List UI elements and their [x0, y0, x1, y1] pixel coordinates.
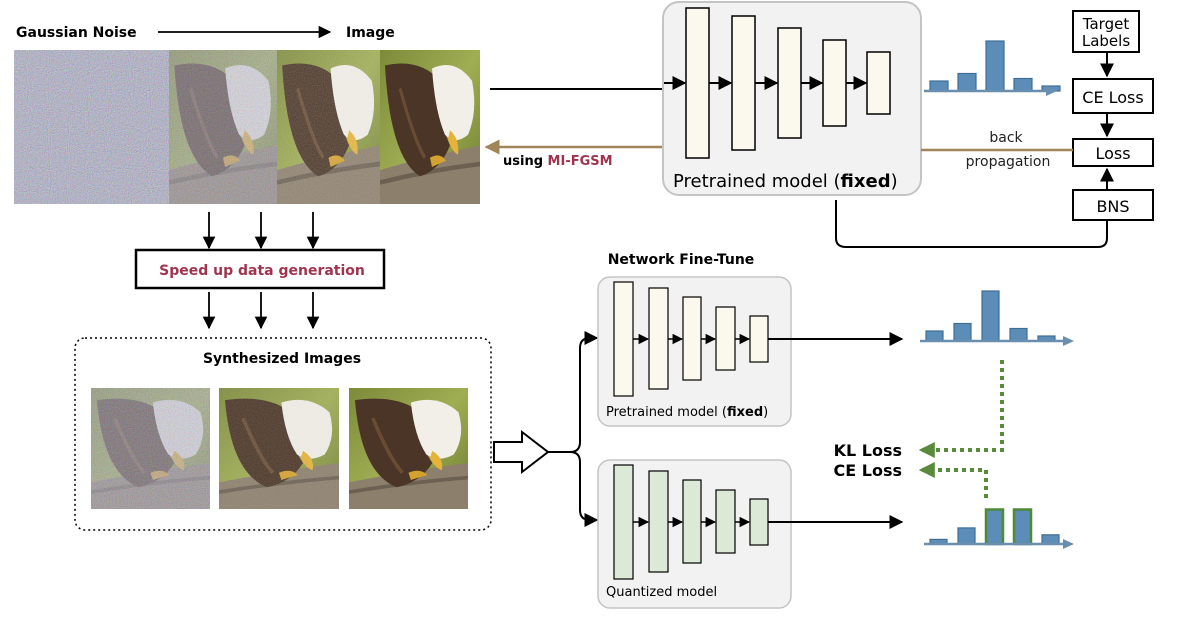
backprop-label-line2: propagation — [966, 154, 1051, 170]
pure-noise-image — [14, 50, 169, 204]
quantized-model-label: Quantized model — [606, 585, 717, 600]
bns-box-label: BNS — [1096, 197, 1129, 216]
target-labels-line2: Labels — [1082, 32, 1130, 50]
network-finetune-title: Network Fine-Tune — [608, 252, 755, 268]
histogram-axis-arrowhead — [1063, 539, 1074, 549]
down-arrows-upper — [202, 212, 320, 250]
ce-loss-label: CE Loss — [834, 461, 902, 480]
layer-block — [715, 306, 736, 371]
histogram-bar — [957, 527, 976, 545]
ce-loss-dotted-arrow — [918, 462, 988, 498]
synth-image-noisy — [91, 388, 210, 509]
histogram-bar — [1009, 327, 1028, 342]
speed-up-label: Speed up data generation — [159, 263, 365, 279]
layer-block — [749, 498, 769, 546]
loss-box-label: Loss — [1095, 144, 1130, 163]
output-histogram-quantized — [924, 508, 1074, 549]
pretrained-layers-finetune — [613, 281, 769, 397]
layer-block — [648, 470, 669, 573]
histogram-bar — [981, 290, 1000, 342]
pretrained-model-label-top: Pretrained model (fixed) — [673, 171, 898, 192]
histogram-bar — [985, 40, 1005, 92]
down-arrows-lower — [202, 292, 320, 330]
quantized-layers — [613, 464, 769, 580]
histogram-bar — [925, 330, 944, 342]
layer-block — [613, 464, 634, 580]
histogram-bar — [1012, 508, 1033, 546]
pretrained-model-label-finetune: Pretrained model (fixed) — [606, 405, 768, 420]
synth-image-clean — [349, 388, 468, 509]
layer-block — [777, 27, 802, 139]
bns-connector — [835, 200, 1108, 248]
output-histogram-top — [924, 40, 1061, 96]
target-labels-box — [1072, 10, 1140, 53]
layer-block — [822, 39, 847, 127]
histogram-bar — [957, 72, 977, 92]
histogram-bar — [1041, 534, 1060, 545]
backprop-label-line1: back — [989, 130, 1023, 146]
output-histogram-pretrained — [920, 290, 1074, 346]
synthesized-images-title: Synthesized Images — [203, 351, 361, 367]
histogram-axis-arrowhead — [1046, 86, 1057, 96]
layer-block — [731, 15, 756, 151]
hollow-arrow — [493, 429, 550, 475]
pretrained-layers-top — [664, 7, 891, 159]
ce-loss-box — [1072, 78, 1154, 114]
target-labels-line1: Target — [1082, 15, 1130, 33]
loss-box — [1072, 138, 1154, 167]
noisy-eagle-image — [169, 50, 277, 204]
clean-eagle-image — [380, 50, 480, 204]
layer-block — [866, 51, 891, 115]
histogram-bar — [953, 322, 972, 342]
image-label: Image — [346, 25, 395, 41]
branch-to-quantized — [569, 451, 599, 527]
gaussian-noise-label: Gaussian Noise — [16, 25, 137, 41]
layer-block — [613, 281, 634, 397]
layer-block — [749, 315, 769, 363]
kl-loss-dotted-arrow — [918, 360, 1004, 458]
ce-loss-box-label: CE Loss — [1082, 88, 1143, 107]
layer-block — [715, 489, 736, 554]
slightly-noisy-eagle-image — [277, 50, 380, 204]
layer-block — [682, 296, 702, 381]
layer-block — [682, 479, 702, 564]
layer-block — [648, 287, 669, 390]
branch-to-pretrained — [548, 331, 599, 453]
mi-fgsm-caption: using MI-FGSM — [503, 154, 613, 169]
noise-image-strip — [14, 50, 480, 204]
kl-loss-label: KL Loss — [834, 441, 902, 460]
layer-block — [685, 7, 710, 159]
bns-box — [1072, 189, 1154, 221]
histogram-bar — [929, 80, 949, 92]
histogram-bar — [984, 508, 1005, 546]
histogram-axis-arrowhead — [1063, 336, 1074, 346]
histogram-bar — [1013, 77, 1033, 92]
speed-up-box — [134, 248, 386, 290]
synth-image-medium — [219, 388, 339, 509]
